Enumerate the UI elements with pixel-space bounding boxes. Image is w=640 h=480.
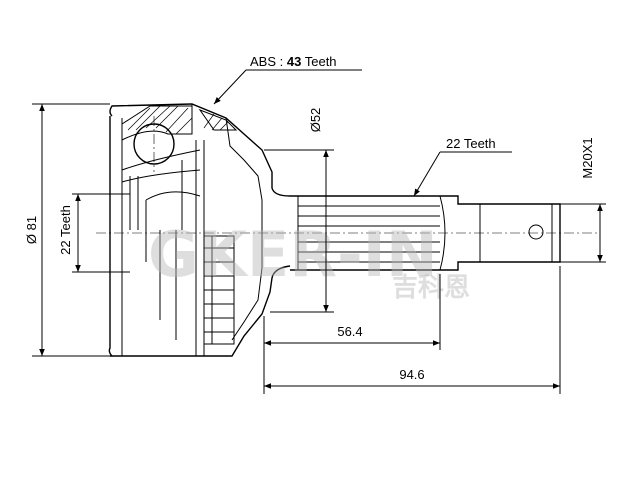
abs-callout: ABS : 43 Teeth [213, 54, 362, 105]
watermark: GKER-IN 吉科恩 [148, 218, 470, 303]
dim-mid-label: 56.4 [337, 324, 362, 339]
housing-hatch [121, 105, 238, 141]
watermark-cn: 吉科恩 [392, 273, 470, 303]
dim-seal-diameter: Ø52 [264, 108, 334, 313]
dim-total-label: 94.6 [399, 367, 424, 382]
outer-diameter-label: Ø 81 [24, 216, 39, 244]
thread-label: M20X1 [580, 137, 595, 178]
dim-94-6: 94.6 [264, 266, 561, 394]
dim-56-4: 56.4 [263, 274, 441, 394]
dim-inner-teeth: 22 Teeth [58, 193, 130, 273]
abs-ring [203, 235, 235, 345]
watermark-text: GKER-IN [148, 218, 438, 291]
abs-suffix: Teeth [305, 54, 337, 69]
seal-diameter-label: Ø52 [308, 108, 323, 133]
shaft-teeth-label: 22 Teeth [446, 136, 496, 151]
dim-thread: M20X1 [560, 137, 606, 263]
abs-prefix: ABS : 43 Teeth [250, 54, 337, 69]
cotter-pin-hole [528, 224, 544, 240]
housing-outline [108, 103, 291, 357]
abs-count: 43 [287, 54, 301, 69]
abs-prefix-text: ABS : [250, 54, 283, 69]
dim-outer-diameter: Ø 81 [24, 103, 110, 357]
stub-shaft [290, 195, 561, 271]
shaft-teeth-callout: 22 Teeth [413, 136, 512, 197]
inner-teeth-label: 22 Teeth [58, 205, 73, 255]
